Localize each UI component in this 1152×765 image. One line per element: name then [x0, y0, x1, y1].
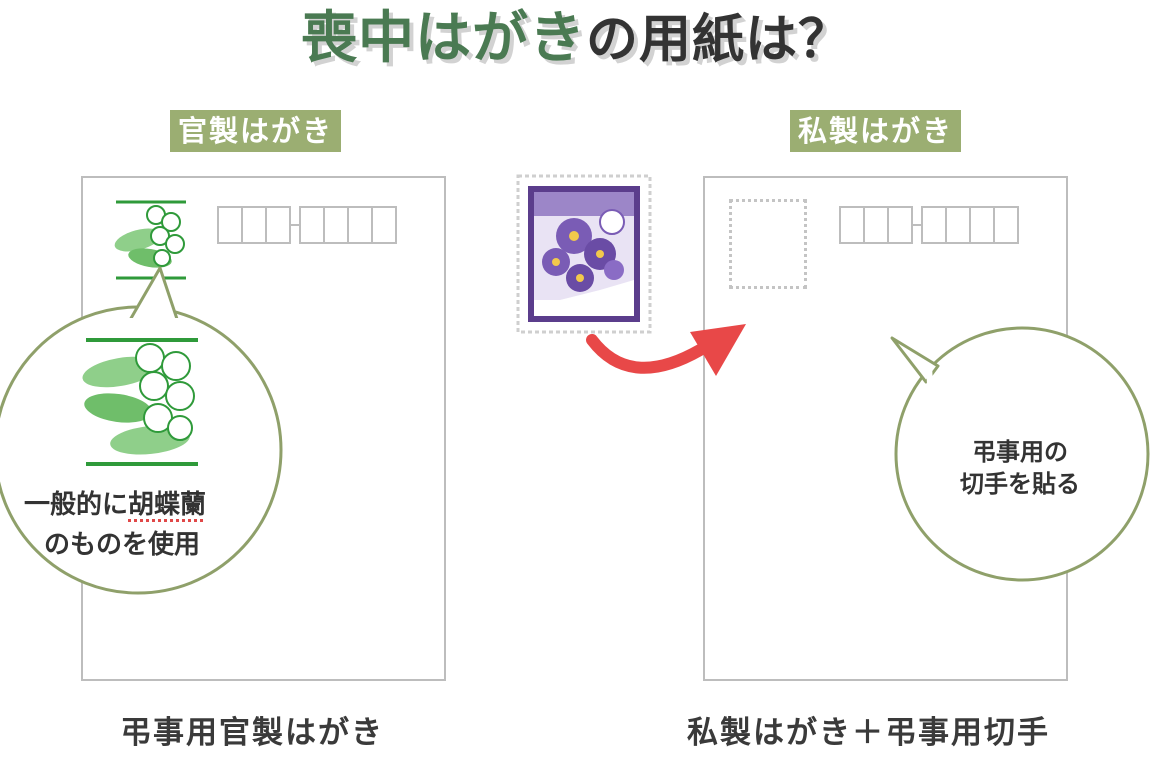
speech-bubble [890, 326, 1150, 582]
title-highlight: 喪中はがき [300, 6, 586, 71]
chrysanthemum-stamp-icon [516, 174, 652, 334]
zoom-text-emphasis: 胡蝶蘭 [128, 490, 207, 520]
stamp-placeholder [729, 199, 807, 289]
postal-box [993, 206, 1019, 244]
postal-code-boxes [217, 205, 397, 245]
orchid-zoom-icon [82, 338, 198, 466]
label-official-postcard: 官製はがき [170, 110, 342, 152]
orchid-stamp-icon [114, 200, 186, 280]
zoom-text-line1: 一般的に胡蝶蘭 [24, 484, 206, 521]
title-rest: の用紙は？ [585, 10, 851, 70]
label-private-postcard: 私製はがき [790, 110, 962, 152]
arrow-icon [586, 324, 746, 376]
caption-official: 弔事用官製はがき [120, 715, 384, 751]
zoom-text-line2: のものを使用 [44, 530, 201, 560]
caption-private: 私製はがき＋弔事用切手 [687, 715, 1050, 751]
postal-dash [911, 224, 923, 226]
bubble-text-line2: 切手を貼る [960, 470, 1080, 498]
bubble-text-line1: 弔事用の [972, 438, 1068, 466]
postal-box [371, 206, 397, 244]
zoom-text-pre: 一般的に [24, 490, 129, 520]
postal-code-boxes [839, 205, 1019, 245]
page-title: 喪中はがきの用紙は？ [0, 0, 1152, 86]
postal-dash [289, 224, 301, 226]
